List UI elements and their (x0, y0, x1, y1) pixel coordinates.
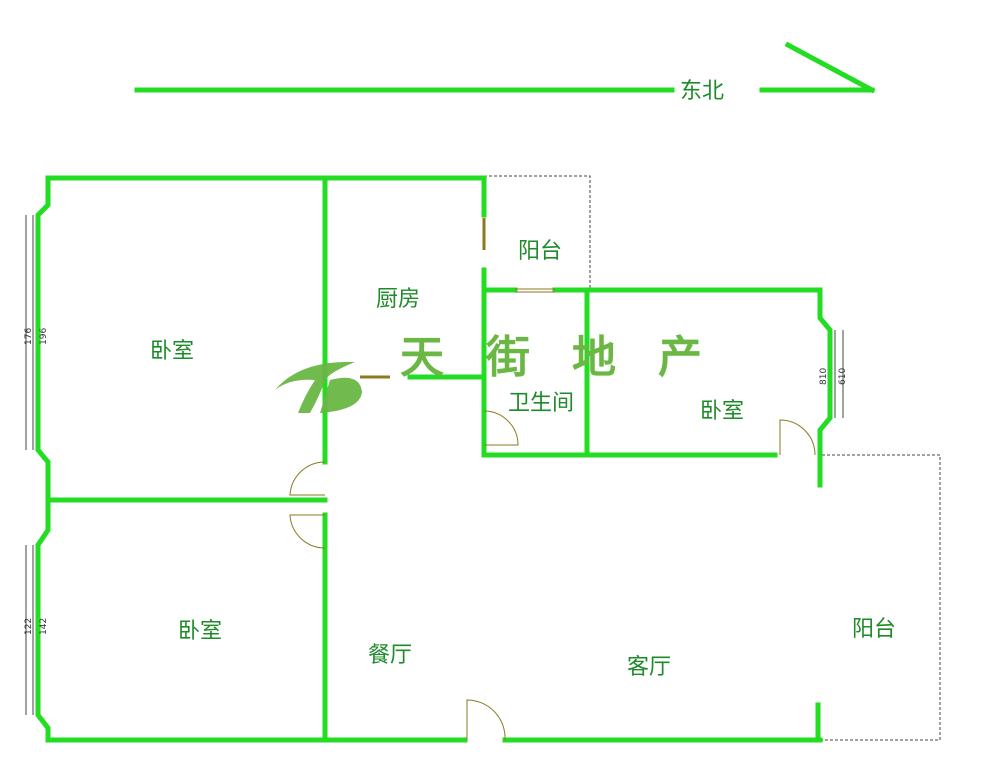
compass-arrow (134, 41, 876, 94)
balcony-outlines (484, 175, 941, 741)
room-label-bedroom-e: 卧室 (700, 399, 744, 424)
dimension-label: 610 (838, 368, 848, 385)
doors (289, 410, 816, 741)
walls (35, 175, 833, 743)
window-lines (25, 215, 844, 715)
watermark-logo (275, 361, 362, 413)
room-label-living: 客厅 (627, 655, 671, 680)
room-label-kitchen: 厨房 (376, 287, 420, 312)
dimension-label: 142 (39, 618, 49, 635)
room-label-dining: 餐厅 (368, 643, 412, 668)
dimension-label: 196 (39, 328, 49, 345)
dimension-label: 810 (819, 368, 829, 385)
watermark-text: 天街地产 (400, 332, 744, 383)
dimension-label: 122 (24, 618, 34, 635)
room-label-balcony-e: 阳台 (852, 617, 896, 642)
room-label-balcony-top: 阳台 (518, 239, 562, 264)
compass-label: 东北 (680, 79, 724, 104)
room-label-bathroom: 卫生间 (508, 391, 574, 416)
dimension-label: 176 (24, 328, 34, 345)
room-label-bedroom-nw: 卧室 (150, 339, 194, 364)
room-label-bedroom-sw: 卧室 (178, 619, 222, 644)
